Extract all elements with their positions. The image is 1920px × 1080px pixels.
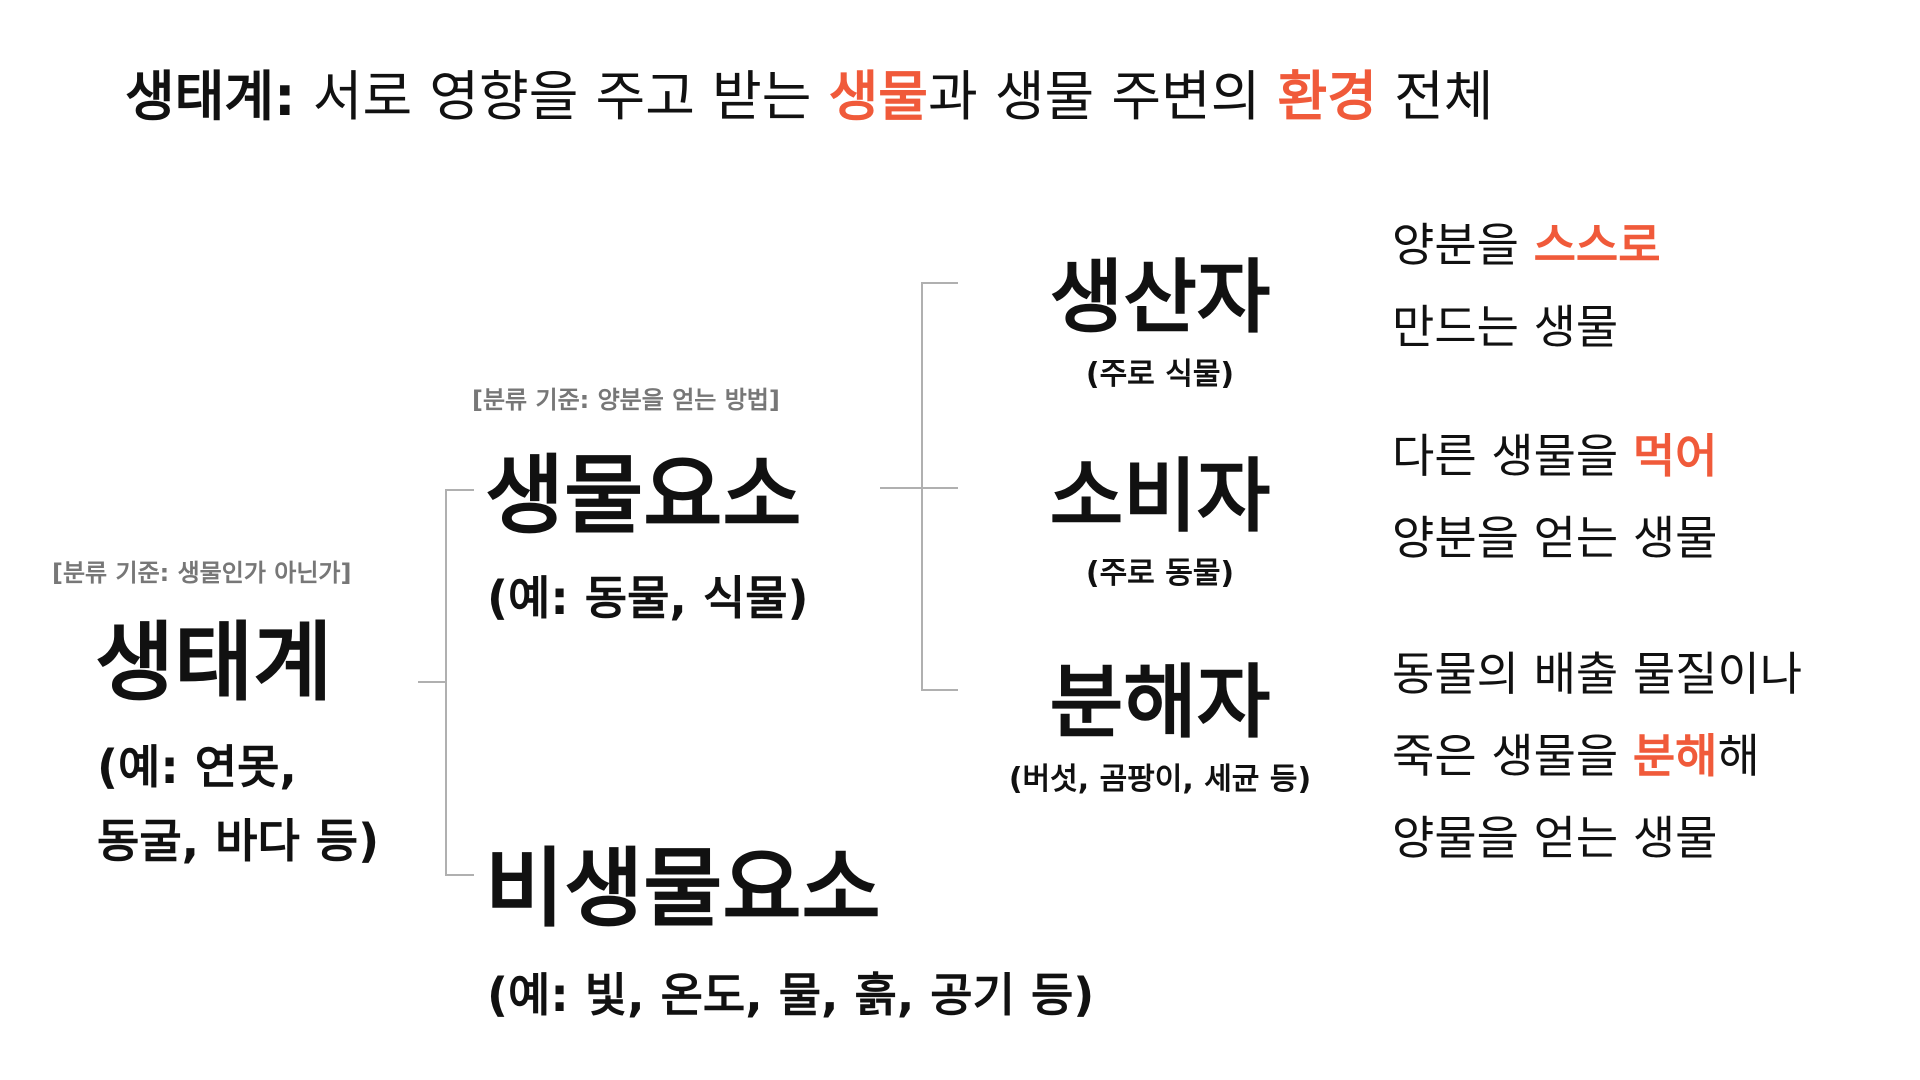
producer-desc-text: 양분을	[1392, 218, 1534, 272]
ecosystem-example-line1: (예: 연못,	[97, 740, 297, 794]
decomposer-block: 분해자 (버섯, 곰팡이, 세균 등)	[940, 638, 1380, 798]
title-highlight-organism: 생물	[828, 65, 928, 128]
ecosystem-node: 생태계	[95, 613, 333, 713]
consumer-desc-text: 다른 생물을	[1392, 429, 1633, 483]
biotic-node: 생물요소	[485, 446, 802, 546]
abiotic-node: 비생물요소	[485, 839, 881, 939]
producer-desc-line2: 만드는 생물	[1392, 300, 1619, 354]
decomposer-description: 동물의 배출 물질이나 죽은 생물을 분해해 양물을 얻는 생물	[1392, 633, 1802, 879]
decomposer-desc-highlight: 분해	[1632, 729, 1718, 783]
title-highlight-environment: 환경	[1277, 65, 1377, 128]
ecosystem-example: (예: 연못, 동굴, 바다 등)	[97, 730, 379, 878]
decomposer-desc-line3: 양물을 얻는 생물	[1392, 811, 1718, 865]
title-part2: 과 생물 주변의	[927, 65, 1278, 128]
decomposer-node: 분해자	[1049, 656, 1271, 749]
consumer-desc-highlight: 먹어	[1632, 429, 1718, 483]
title-part3: 전체	[1376, 65, 1494, 128]
consumer-node: 소비자	[1049, 450, 1271, 543]
connector-bracket-ecosystem	[445, 489, 474, 876]
decomposer-desc-line1: 동물의 배출 물질이나	[1392, 647, 1803, 701]
biotic-example: (예: 동물, 식물)	[487, 571, 809, 625]
ecosystem-example-line2: 동굴, 바다 등)	[97, 814, 380, 868]
consumer-desc-line2: 양분을 얻는 생물	[1392, 511, 1718, 565]
decomposer-desc-suffix: 해	[1717, 729, 1760, 783]
ecosystem-criteria: [분류 기준: 생물인가 아닌가]	[52, 559, 352, 587]
consumer-block: 소비자 (주로 동물)	[940, 432, 1380, 592]
producer-description: 양분을 스스로 만드는 생물	[1392, 204, 1661, 368]
producer-desc-line1: 양분을 스스로	[1392, 204, 1661, 286]
consumer-sub: (주로 동물)	[1085, 556, 1235, 591]
producer-node: 생산자	[1049, 251, 1271, 344]
decomposer-desc-line2: 죽은 생물을 분해해	[1392, 715, 1802, 797]
page-title: 생태계: 서로 영향을 주고 받는 생물과 생물 주변의 환경 전체	[125, 52, 1493, 131]
decomposer-sub: (버섯, 곰팡이, 세균 등)	[1008, 762, 1312, 797]
title-term: 생태계:	[125, 65, 296, 128]
consumer-desc-line1: 다른 생물을 먹어	[1392, 415, 1718, 497]
biotic-criteria: [분류 기준: 양분을 얻는 방법]	[472, 386, 780, 414]
consumer-description: 다른 생물을 먹어 양분을 얻는 생물	[1392, 415, 1718, 579]
producer-block: 생산자 (주로 식물)	[940, 233, 1380, 393]
title-part1: 서로 영향을 주고 받는	[295, 65, 829, 128]
producer-sub: (주로 식물)	[1085, 357, 1235, 392]
producer-desc-highlight: 스스로	[1533, 218, 1661, 272]
decomposer-desc-text: 죽은 생물을	[1392, 729, 1633, 783]
abiotic-example: (예: 빛, 온도, 물, 흙, 공기 등)	[487, 968, 1095, 1022]
connector-bracket-biotic	[921, 282, 958, 691]
